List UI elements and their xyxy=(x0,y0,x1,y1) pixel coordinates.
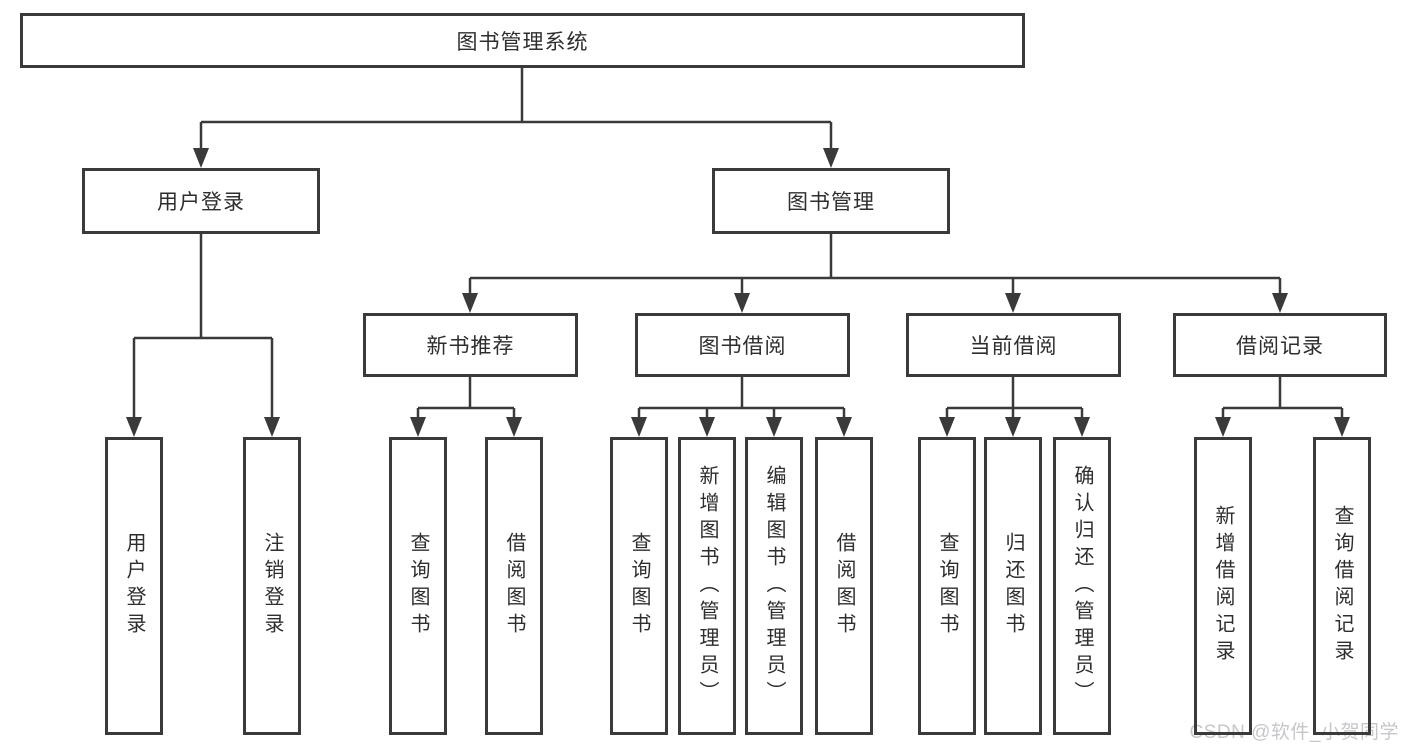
leaf-query-books-3-label: 查询图书 xyxy=(936,532,958,640)
node-root-label: 图书管理系统 xyxy=(456,30,589,54)
node-user-login: 用户登录 xyxy=(82,168,320,234)
leaf-add-books-admin: 新增图书（管理员） xyxy=(678,437,736,735)
leaf-query-books-3: 查询图书 xyxy=(918,437,976,735)
leaf-add-borrow-record-label: 新增借阅记录 xyxy=(1212,505,1234,667)
leaf-confirm-return-admin: 确认归还（管理员） xyxy=(1053,437,1111,735)
leaf-query-books-1: 查询图书 xyxy=(389,437,447,735)
leaf-borrow-books-1: 借阅图书 xyxy=(485,437,543,735)
node-book-management: 图书管理 xyxy=(712,168,950,234)
leaf-query-books-2-label: 查询图书 xyxy=(628,532,650,640)
leaf-query-books-2: 查询图书 xyxy=(610,437,668,735)
leaf-add-borrow-record: 新增借阅记录 xyxy=(1194,437,1252,735)
leaf-query-books-1-label: 查询图书 xyxy=(407,532,429,640)
leaf-edit-books-admin-label: 编辑图书（管理员） xyxy=(763,464,785,708)
leaf-logout-label: 注销登录 xyxy=(261,532,283,640)
leaf-logout: 注销登录 xyxy=(243,437,301,735)
node-book-borrow: 图书借阅 xyxy=(635,313,850,377)
leaf-borrow-books-1-label: 借阅图书 xyxy=(503,532,525,640)
node-current-borrow-label: 当前借阅 xyxy=(969,335,1058,358)
leaf-user-login: 用户登录 xyxy=(105,437,163,735)
node-borrow-records-label: 借阅记录 xyxy=(1236,335,1324,358)
watermark: CSDN @软件_小贺同学 xyxy=(1189,722,1399,743)
leaf-add-books-admin-label: 新增图书（管理员） xyxy=(696,464,718,708)
node-current-borrow: 当前借阅 xyxy=(906,313,1121,377)
node-user-login-label: 用户登录 xyxy=(157,191,245,214)
arrowheads xyxy=(126,148,1350,437)
leaf-user-login-label: 用户登录 xyxy=(123,532,145,640)
leaf-confirm-return-admin-label: 确认归还（管理员） xyxy=(1071,464,1093,708)
node-book-management-label: 图书管理 xyxy=(787,191,875,214)
leaf-return-books-label: 归还图书 xyxy=(1002,532,1024,640)
node-borrow-records: 借阅记录 xyxy=(1173,313,1387,377)
node-new-book-recommend-label: 新书推荐 xyxy=(426,335,515,358)
leaf-return-books: 归还图书 xyxy=(984,437,1042,735)
leaf-borrow-books-2: 借阅图书 xyxy=(815,437,873,735)
leaf-borrow-books-2-label: 借阅图书 xyxy=(833,532,855,640)
node-root: 图书管理系统 xyxy=(20,13,1025,68)
leaf-query-borrow-record: 查询借阅记录 xyxy=(1313,437,1371,735)
leaf-edit-books-admin: 编辑图书（管理员） xyxy=(745,437,803,735)
leaf-query-borrow-record-label: 查询借阅记录 xyxy=(1331,505,1353,667)
node-new-book-recommend: 新书推荐 xyxy=(363,313,578,377)
node-book-borrow-label: 图书借阅 xyxy=(698,335,787,358)
